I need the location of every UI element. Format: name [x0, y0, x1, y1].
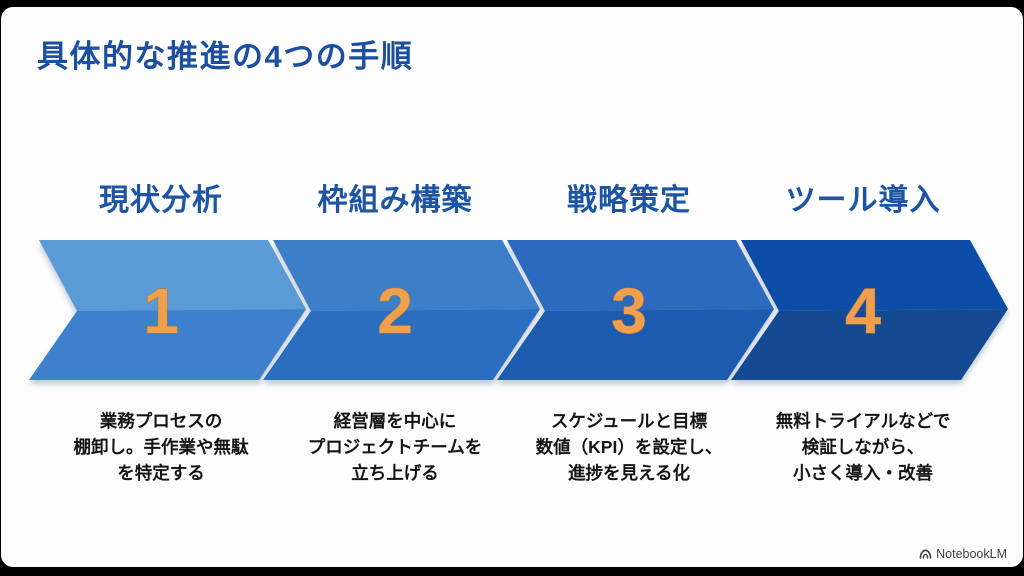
chevron-3-bottom-facet	[497, 309, 774, 380]
notebooklm-logo-icon	[919, 548, 932, 559]
chevron-3-number: 3	[611, 275, 647, 347]
slide: 具体的な推進の4つの手順 現状分析 業務プロセスの 棚卸し。手作業や無駄 を特定…	[1, 7, 1023, 567]
slide-title: 具体的な推進の4つの手順	[37, 39, 414, 74]
step-4-label: ツール導入	[785, 184, 941, 217]
chevron-4-bottom-facet	[731, 309, 1008, 380]
chevron-2-bottom-facet	[263, 309, 540, 380]
step-1-label: 現状分析	[99, 184, 223, 217]
chevron-step-1: 1	[29, 240, 306, 380]
step-2-description: 経営層を中心に プロジェクトチームを 立ち上げる	[307, 411, 483, 483]
process-chevron-band: 1 2 3 4	[29, 240, 1008, 380]
chevron-step-4: 4	[731, 240, 1008, 380]
step-4-description: 無料トライアルなどで 検証しながら、 小さく導入・改善	[775, 411, 951, 483]
watermark-label: NotebookLM	[936, 547, 1007, 561]
chevron-4-top-facet	[741, 240, 1008, 311]
step-3-label: 戦略策定	[567, 184, 691, 217]
chevron-step-3: 3	[497, 240, 774, 380]
chevron-2-top-facet	[273, 240, 540, 311]
step-1-description: 業務プロセスの 棚卸し。手作業や無駄 を特定する	[73, 411, 249, 483]
chevron-1-number: 1	[143, 275, 179, 347]
watermark: NotebookLM	[919, 547, 1007, 561]
chevron-2-number: 2	[377, 275, 413, 347]
chevron-step-2: 2	[263, 240, 540, 380]
chevron-4-number: 4	[845, 275, 881, 347]
chevron-3-top-facet	[507, 240, 774, 311]
chevron-1-top-facet	[39, 240, 306, 311]
step-2-label: 枠組み構築	[317, 184, 473, 217]
chevron-1-bottom-facet	[29, 309, 306, 380]
step-3-description: スケジュールと目標 数値（KPI）を設定し、 進捗を見える化	[535, 411, 723, 483]
